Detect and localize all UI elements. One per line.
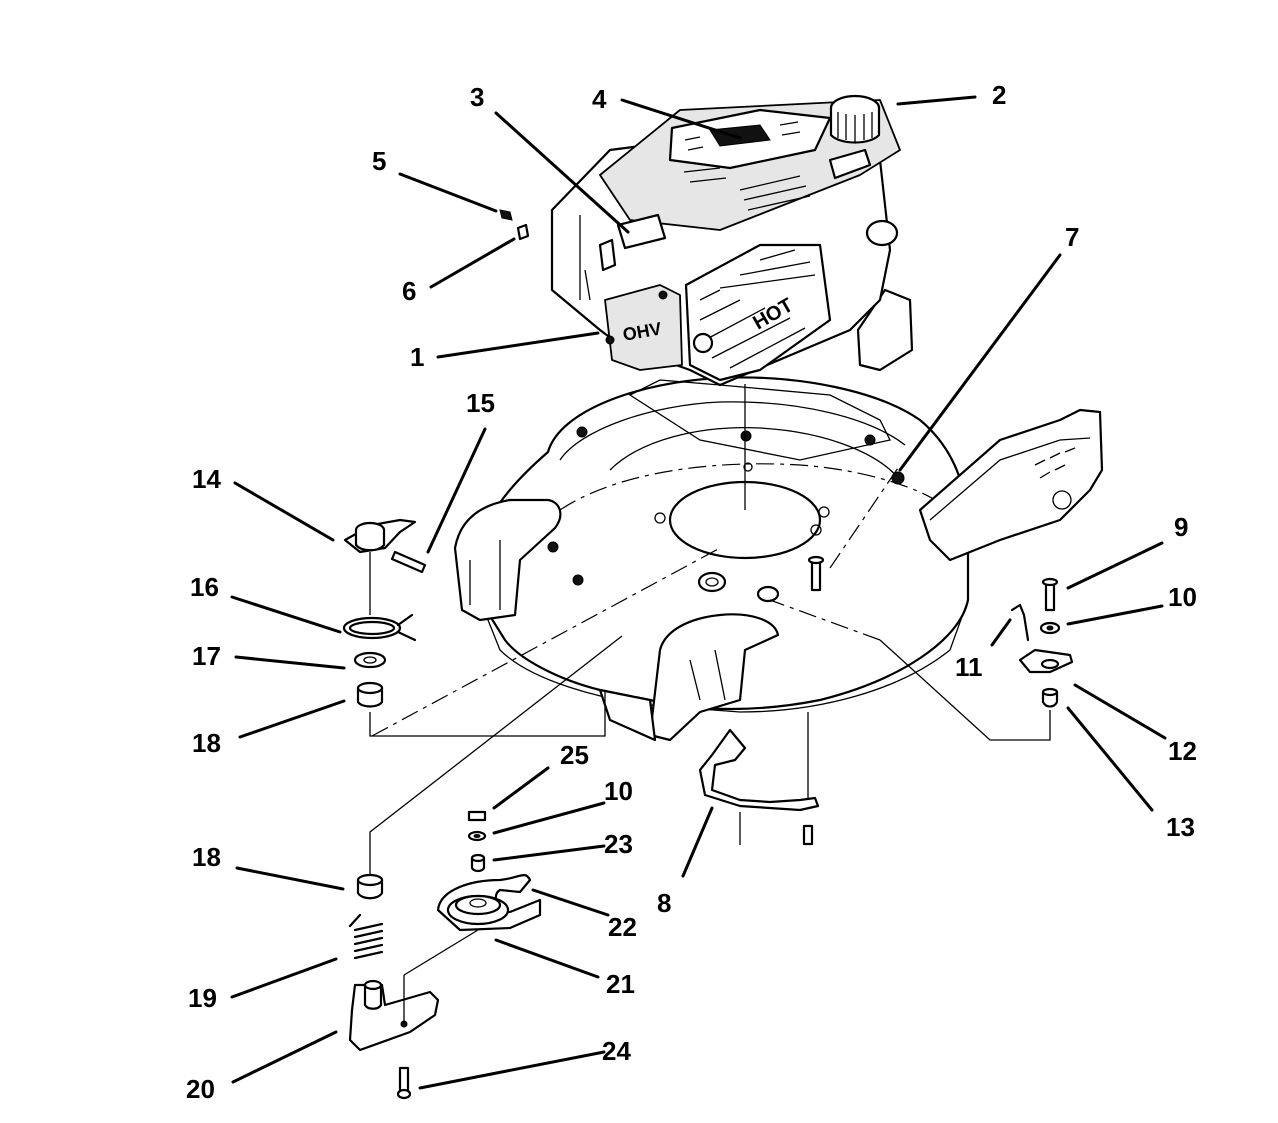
callout-6: 6 [402, 276, 416, 306]
callout-5: 5 [372, 146, 386, 176]
callout-4: 4 [592, 84, 607, 114]
callout-labels: 1 2 3 4 5 6 7 8 9 10 11 12 13 14 15 16 1… [186, 80, 1197, 1104]
mower-deck [453, 288, 1104, 846]
callout-3: 3 [470, 82, 484, 112]
callout-2: 2 [992, 80, 1006, 110]
callout-16: 16 [190, 572, 219, 602]
callout-20: 20 [186, 1074, 215, 1104]
leader-lines [230, 95, 1167, 1090]
callout-10-right: 10 [1168, 582, 1197, 612]
callout-14: 14 [192, 464, 221, 494]
callout-7: 7 [1065, 222, 1079, 252]
callout-12: 12 [1168, 736, 1197, 766]
callout-13: 13 [1166, 812, 1195, 842]
callout-8: 8 [657, 888, 671, 918]
engine-assembly: OHV HOT [550, 94, 901, 510]
callout-10-lower: 10 [604, 776, 633, 806]
callout-18-lower: 18 [192, 842, 221, 872]
callout-23: 23 [604, 829, 633, 859]
callout-22: 22 [608, 912, 637, 942]
callout-25: 25 [560, 740, 589, 770]
hardware-parts [342, 209, 1074, 1100]
callout-11: 11 [955, 652, 983, 682]
callout-21: 21 [606, 969, 635, 999]
callout-24: 24 [602, 1036, 631, 1066]
callout-9: 9 [1174, 512, 1188, 542]
callout-17: 17 [192, 641, 221, 671]
callout-1: 1 [410, 342, 424, 372]
callout-19: 19 [188, 983, 217, 1013]
callout-18-upper: 18 [192, 728, 221, 758]
callout-15: 15 [466, 388, 495, 418]
